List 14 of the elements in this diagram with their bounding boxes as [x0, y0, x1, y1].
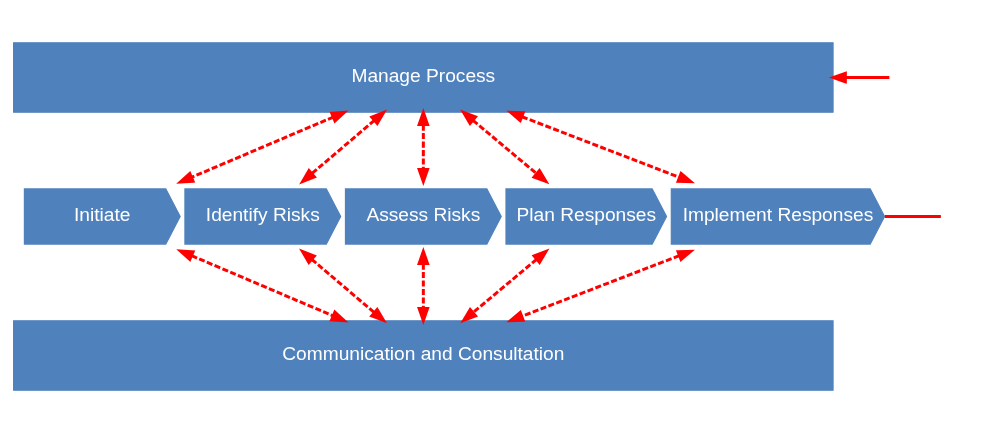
arrow	[176, 110, 349, 184]
arrow	[506, 110, 695, 183]
arrow	[299, 109, 388, 184]
connector	[884, 214, 941, 218]
arrow	[828, 70, 890, 84]
arrow	[460, 109, 550, 184]
arrow	[299, 248, 387, 323]
arrow	[506, 249, 695, 322]
arrow	[176, 248, 349, 322]
node-box: Manage Process	[13, 41, 834, 113]
node-box: Communication and Consultation	[13, 319, 834, 391]
arrow	[417, 246, 430, 325]
arrow	[417, 107, 430, 186]
arrow	[460, 248, 550, 323]
